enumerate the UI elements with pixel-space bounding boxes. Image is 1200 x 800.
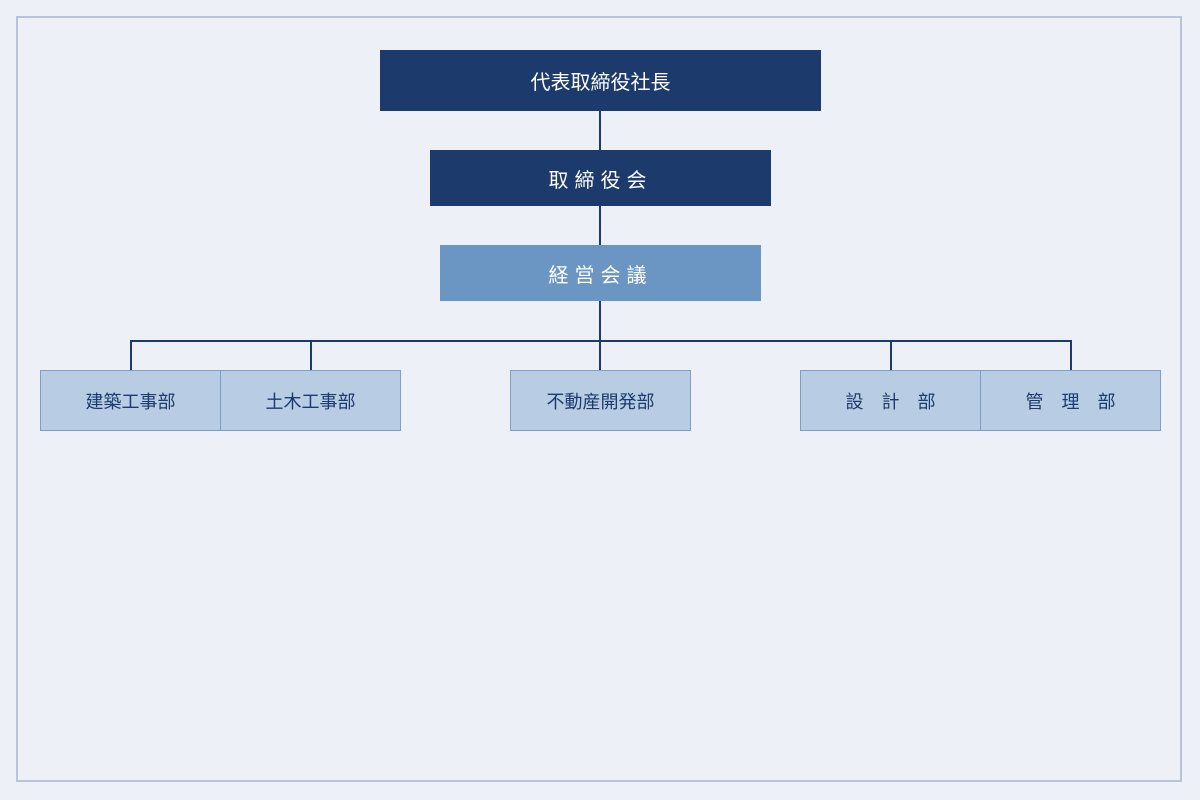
connector-horizontal-bus bbox=[130, 340, 1072, 342]
node-dept-kanri: 管 理 部 bbox=[980, 370, 1161, 431]
node-board: 取締役会 bbox=[430, 150, 771, 206]
connector-drop-doboku bbox=[310, 340, 312, 371]
node-dept-fudosan-label: 不動産開発部 bbox=[546, 391, 655, 413]
node-dept-kenchiku: 建築工事部 bbox=[40, 370, 221, 431]
connector-drop-kanri bbox=[1070, 340, 1072, 371]
connector-board-meeting bbox=[599, 206, 601, 245]
diagram-frame bbox=[16, 16, 1182, 782]
node-president: 代表取締役社長 bbox=[380, 50, 821, 111]
node-dept-doboku-label: 土木工事部 bbox=[265, 391, 356, 413]
node-dept-doboku: 土木工事部 bbox=[220, 370, 401, 431]
node-dept-sekkei-label: 設 計 部 bbox=[845, 391, 936, 413]
node-president-label: 代表取締役社長 bbox=[530, 70, 671, 94]
connector-president-board bbox=[599, 111, 601, 150]
node-dept-kenchiku-label: 建築工事部 bbox=[85, 391, 176, 413]
node-management-meeting-label: 経営会議 bbox=[548, 262, 653, 287]
connector-drop-fudosan bbox=[599, 340, 601, 371]
connector-drop-sekkei bbox=[890, 340, 892, 371]
node-management-meeting: 経営会議 bbox=[440, 245, 761, 301]
node-board-label: 取締役会 bbox=[548, 167, 653, 192]
connector-drop-kenchiku bbox=[130, 340, 132, 371]
connector-meeting-bus bbox=[599, 301, 601, 341]
node-dept-fudosan: 不動産開発部 bbox=[510, 370, 691, 431]
node-dept-kanri-label: 管 理 部 bbox=[1025, 391, 1116, 413]
node-dept-sekkei: 設 計 部 bbox=[800, 370, 981, 431]
